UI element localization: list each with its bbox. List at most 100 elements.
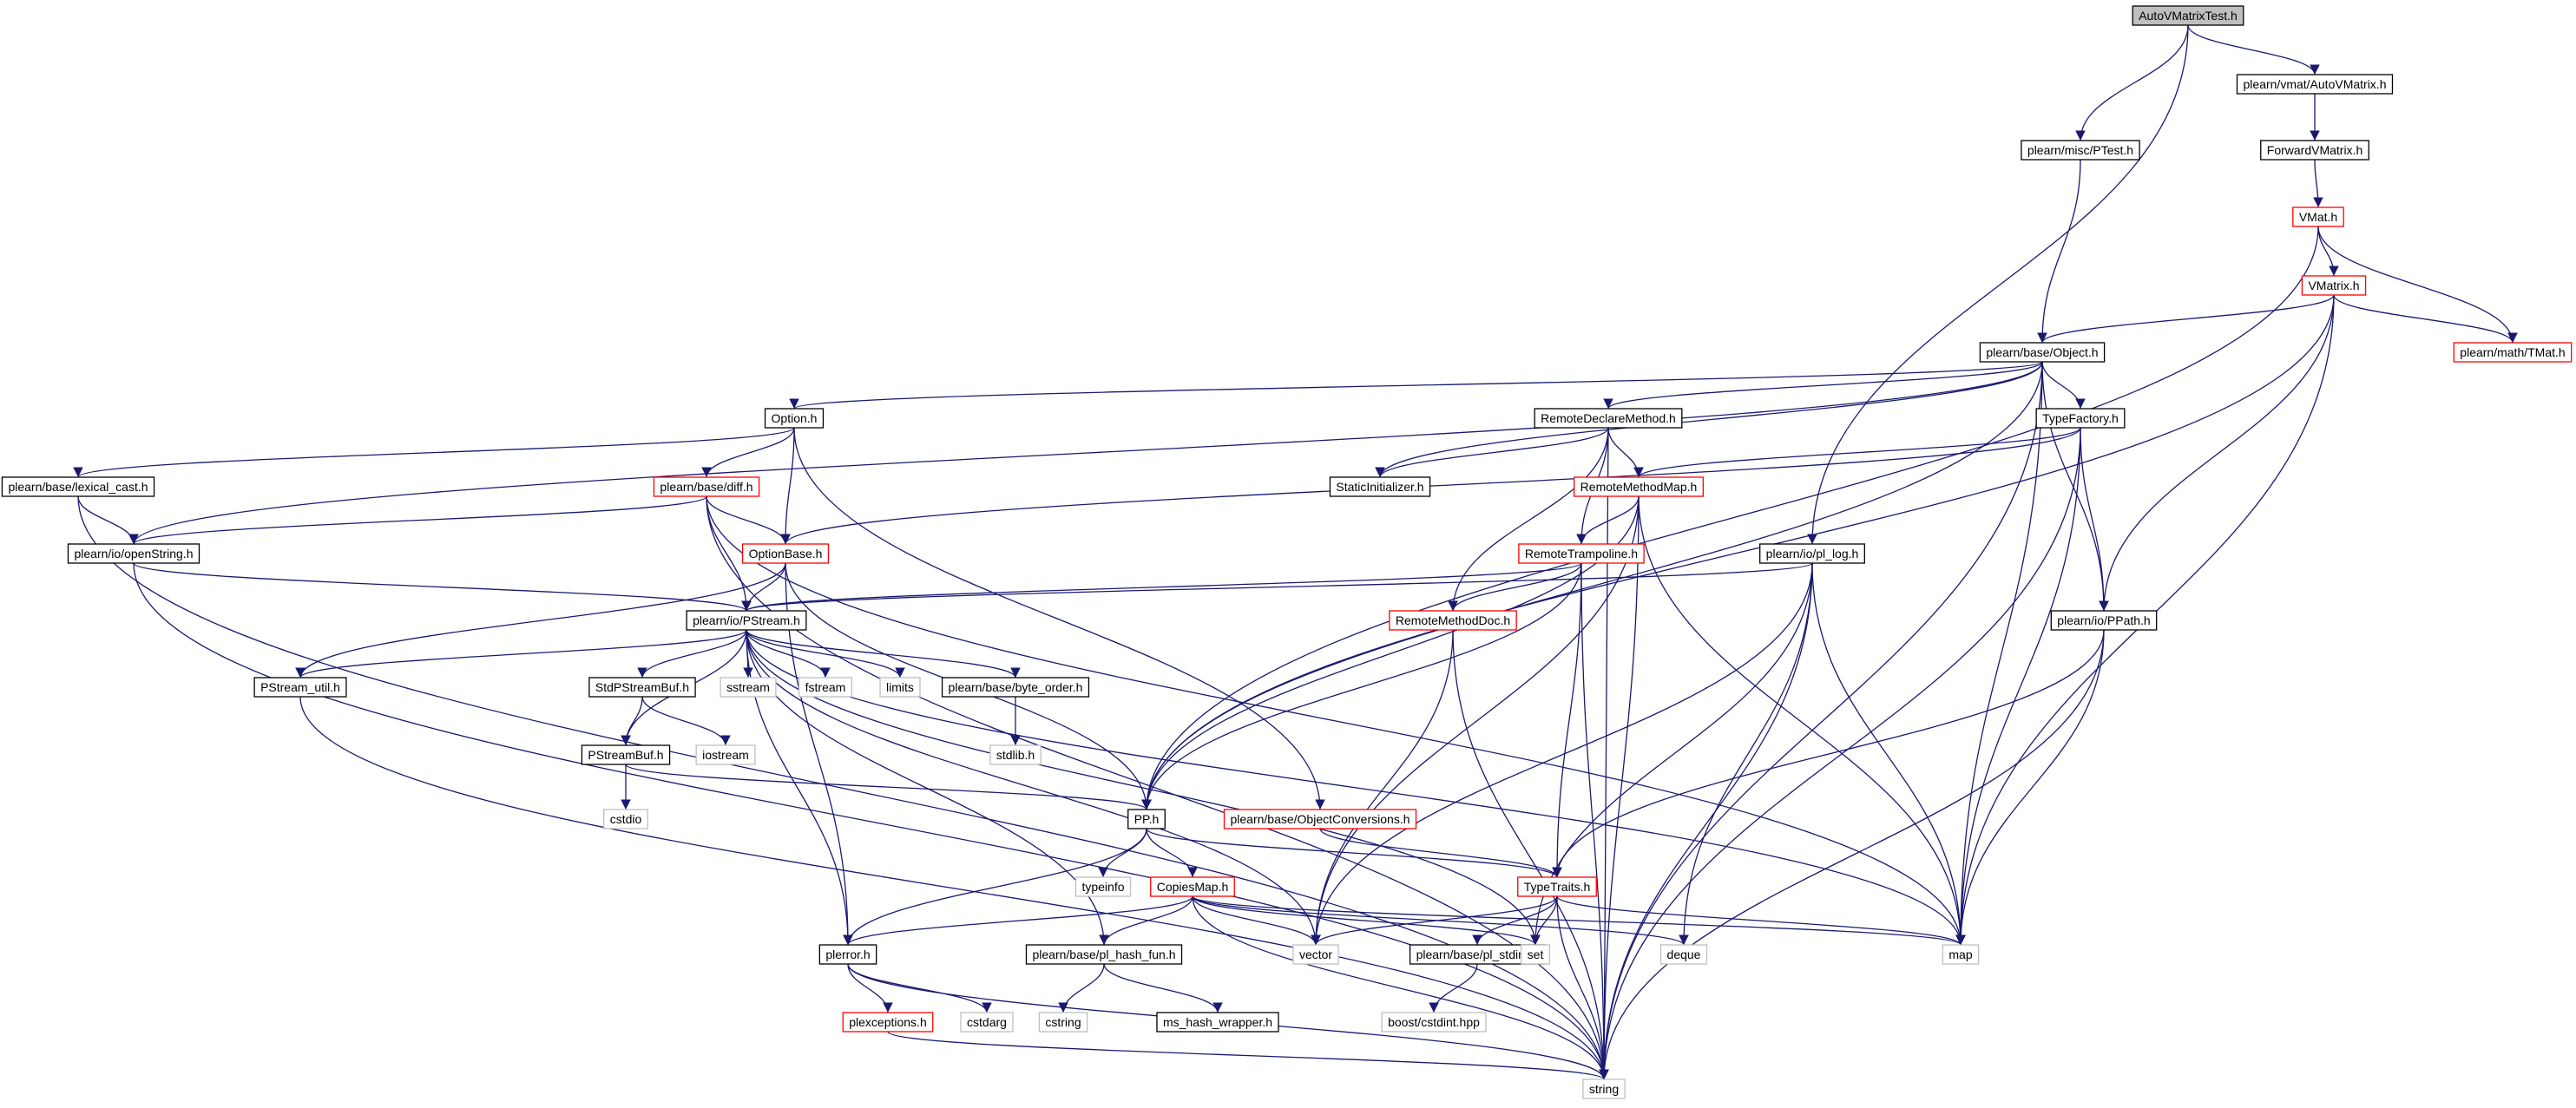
edge-vmatrix-to-ppath (2099, 294, 2335, 612)
edge-remotedeclare-to-remotemethodmap (1607, 427, 1644, 478)
node-box (1389, 610, 1517, 631)
node-vmat[interactable]: VMat.h (2292, 207, 2344, 227)
node-cstdarg[interactable]: cstdarg (960, 1012, 1014, 1033)
node-label: plearn/base/diff.h (660, 480, 752, 494)
node-option[interactable]: Option.h (764, 408, 825, 429)
node-label: CopiesMap.h (1157, 880, 1229, 894)
node-byteorder[interactable]: plearn/base/byte_order.h (941, 677, 1090, 698)
node-box (2260, 140, 2369, 161)
edges-layer (73, 24, 2518, 1080)
edge-vmat-to-pp (1141, 226, 2319, 810)
edge-pstream-to-set (746, 629, 1541, 946)
node-stdlib[interactable]: stdlib.h (989, 744, 1042, 765)
edge-pstreamutil-to-string (299, 696, 1609, 1080)
node-typetraits[interactable]: TypeTraits.h (1517, 876, 1597, 897)
node-tmat[interactable]: plearn/math/TMat.h (2453, 342, 2573, 363)
node-box (2292, 207, 2344, 227)
edge-pllog-to-deque (1679, 562, 1813, 946)
node-openstring[interactable]: plearn/io/openString.h (67, 543, 200, 564)
node-cstdio[interactable]: cstdio (603, 809, 648, 829)
edge-diff-to-map (706, 495, 1966, 946)
node-label: Option.h (772, 411, 818, 425)
edge-vmatrix-to-object (2037, 294, 2335, 344)
node-label: plearn/base/Object.h (1986, 345, 2098, 359)
node-iostream[interactable]: iostream (695, 744, 756, 765)
edge-remotemethodmap-to-pp (1141, 495, 1640, 810)
node-remotedeclare[interactable]: RemoteDeclareMethod.h (1534, 408, 1683, 429)
node-box (1942, 944, 1980, 965)
node-box (2301, 275, 2367, 296)
node-pp[interactable]: PP.h (1127, 809, 1166, 829)
node-pstreambuf[interactable]: PStreamBuf.h (581, 744, 671, 765)
node-cstring[interactable]: cstring (1038, 1012, 1088, 1033)
node-pstream[interactable]: plearn/io/PStream.h (686, 610, 807, 631)
edge-copiesmap-to-set (1192, 895, 1541, 946)
node-box (1038, 1012, 1088, 1033)
edge-optionbase-to-pstreamutil (295, 562, 786, 679)
node-objectconversions[interactable]: plearn/base/ObjectConversions.h (1223, 809, 1417, 829)
edge-remotemethodmap-to-string (1599, 495, 1640, 1080)
node-label: StdPStreamBuf.h (595, 680, 689, 694)
node-copiesmap[interactable]: CopiesMap.h (1150, 876, 1235, 897)
node-root[interactable]: AutoVMatrixTest.h (2132, 5, 2244, 26)
node-optionbase[interactable]: OptionBase.h (741, 543, 830, 564)
node-box (1381, 1012, 1487, 1033)
node-label: RemoteMethodMap.h (1580, 480, 1698, 494)
node-sstream[interactable]: sstream (720, 677, 777, 698)
node-label: plearn/vmat/AutoVMatrix.h (2244, 77, 2387, 91)
node-remotemethoddoc[interactable]: RemoteMethodDoc.h (1389, 610, 1517, 631)
node-box (603, 809, 648, 829)
node-diff[interactable]: plearn/base/diff.h (653, 476, 760, 497)
node-pstreamutil[interactable]: PStream_util.h (253, 677, 347, 698)
node-plexceptions[interactable]: plexceptions.h (842, 1012, 934, 1033)
edge-vmat-to-tmat (2317, 226, 2518, 344)
node-remotetrampoline[interactable]: RemoteTrampoline.h (1518, 543, 1645, 564)
edge-vmat-to-vmatrix (2317, 226, 2339, 277)
node-pllog[interactable]: plearn/io/pl_log.h (1759, 543, 1865, 564)
node-set[interactable]: set (1521, 944, 1550, 965)
node-box (798, 677, 852, 698)
node-box (1, 476, 155, 497)
node-forwardvmatrix[interactable]: ForwardVMatrix.h (2260, 140, 2369, 161)
edge-diff-to-string (706, 495, 1609, 1080)
node-stdpstreambuf[interactable]: StdPStreamBuf.h (588, 677, 696, 698)
node-fstream[interactable]: fstream (798, 677, 852, 698)
node-deque[interactable]: deque (1659, 944, 1708, 965)
node-box (989, 744, 1042, 765)
node-lexicalcast[interactable]: plearn/base/lexical_cast.h (1, 476, 155, 497)
node-box (1329, 476, 1431, 497)
edge-lexicalcast-to-string (77, 495, 1609, 1080)
node-staticinit[interactable]: StaticInitializer.h (1329, 476, 1431, 497)
node-box (1517, 876, 1597, 897)
node-label: boost/cstdint.hpp (1388, 1015, 1480, 1029)
edge-diff-to-openstring (128, 495, 707, 545)
node-ptest[interactable]: plearn/misc/PTest.h (2021, 140, 2140, 161)
node-box (1025, 944, 1183, 965)
edge-object-to-string (1599, 361, 2043, 1080)
edge-pp-to-typetraits (1146, 828, 1562, 878)
node-vector[interactable]: vector (1292, 944, 1339, 965)
edge-copiesmap-to-plhashfun (1099, 895, 1193, 946)
edge-ppath-to-map (1955, 629, 2105, 946)
node-ppath[interactable]: plearn/io/PPath.h (2050, 610, 2158, 631)
node-plhashfun[interactable]: plearn/base/pl_hash_fun.h (1025, 944, 1183, 965)
edge-diff-to-optionbase (706, 495, 791, 545)
node-string[interactable]: string (1582, 1078, 1626, 1099)
node-remotemethodmap[interactable]: RemoteMethodMap.h (1574, 476, 1704, 497)
node-autovmatrix[interactable]: plearn/vmat/AutoVMatrix.h (2236, 74, 2394, 95)
node-label: StaticInitializer.h (1336, 480, 1423, 494)
node-map[interactable]: map (1942, 944, 1980, 965)
node-vmatrix[interactable]: VMatrix.h (2301, 275, 2367, 296)
edge-pllog-to-pstream (741, 562, 1813, 612)
node-limits[interactable]: limits (879, 677, 921, 698)
edge-pllog-to-vector (1311, 562, 1813, 946)
node-typefactory[interactable]: TypeFactory.h (2035, 408, 2126, 429)
node-plerror[interactable]: plerror.h (818, 944, 877, 965)
node-typeinfo[interactable]: typeinfo (1074, 876, 1132, 897)
edge-object-to-option (789, 361, 2043, 410)
node-boostcstdint[interactable]: boost/cstdint.hpp (1381, 1012, 1487, 1033)
node-mshash[interactable]: ms_hash_wrapper.h (1156, 1012, 1279, 1033)
edge-root-to-ptest (2075, 24, 2189, 141)
edge-pp-to-copiesmap (1146, 828, 1198, 878)
node-object[interactable]: plearn/base/Object.h (1979, 342, 2106, 363)
